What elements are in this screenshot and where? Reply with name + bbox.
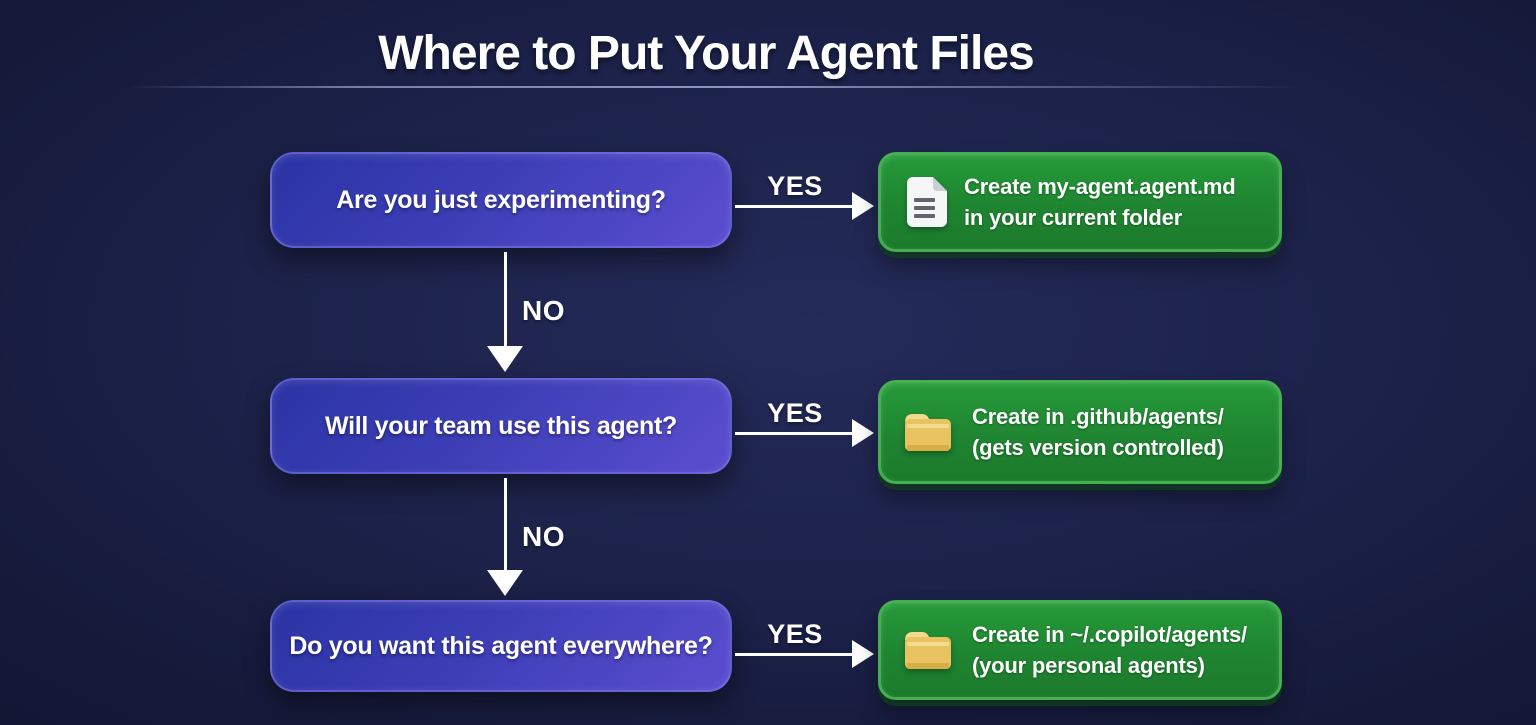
result-text: Create in .github/agents/ (gets version …	[972, 401, 1224, 463]
no-branch-2: NO	[487, 478, 583, 596]
question-box-team-use: Will your team use this agent?	[270, 378, 732, 474]
yes-label: YES	[767, 398, 823, 428]
result-line-1: Create in ~/.copilot/agents/	[972, 622, 1247, 647]
yes-arrow-line	[735, 653, 855, 656]
no-arrow-line	[504, 478, 507, 572]
question-text: Do you want this agent everywhere?	[289, 631, 713, 660]
result-box-current-folder: Create my-agent.agent.md in your current…	[878, 152, 1282, 252]
result-box-copilot-agents: Create in ~/.copilot/agents/ (your perso…	[878, 600, 1282, 700]
title-divider	[128, 86, 1408, 88]
yes-label: YES	[767, 619, 823, 649]
no-label: NO	[522, 521, 565, 552]
yes-arrow-head	[852, 192, 874, 220]
page-title: Where to Put Your Agent Files	[378, 27, 1035, 80]
result-box-github-agents: Create in .github/agents/ (gets version …	[878, 380, 1282, 484]
result-line-2: (gets version controlled)	[972, 435, 1224, 460]
result-line-2: in your current folder	[964, 205, 1183, 230]
question-box-agent-everywhere: Do you want this agent everywhere?	[270, 600, 732, 692]
yes-arrow-line	[735, 432, 855, 435]
yes-branch-1: YES	[734, 171, 874, 243]
question-box-experimenting: Are you just experimenting?	[270, 152, 732, 248]
result-text: Create my-agent.agent.md in your current…	[964, 171, 1236, 233]
result-text: Create in ~/.copilot/agents/ (your perso…	[972, 619, 1247, 681]
no-branch-1: NO	[487, 252, 583, 372]
yes-branch-3: YES	[734, 619, 874, 691]
result-line-2: (your personal agents)	[972, 653, 1205, 678]
yes-arrow-head	[852, 419, 874, 447]
no-arrow-head	[487, 570, 523, 596]
question-text: Are you just experimenting?	[336, 185, 666, 214]
document-icon	[901, 175, 947, 229]
no-label: NO	[522, 295, 565, 326]
result-line-1: Create my-agent.agent.md	[964, 174, 1236, 199]
no-arrow-line	[504, 252, 507, 348]
folder-icon	[901, 627, 955, 673]
no-arrow-head	[487, 346, 523, 372]
result-line-1: Create in .github/agents/	[972, 404, 1224, 429]
question-text: Will your team use this agent?	[325, 411, 677, 440]
yes-arrow-head	[852, 640, 874, 668]
yes-arrow-line	[735, 205, 855, 208]
yes-branch-2: YES	[734, 398, 874, 470]
folder-icon	[901, 409, 955, 455]
yes-label: YES	[767, 171, 823, 201]
